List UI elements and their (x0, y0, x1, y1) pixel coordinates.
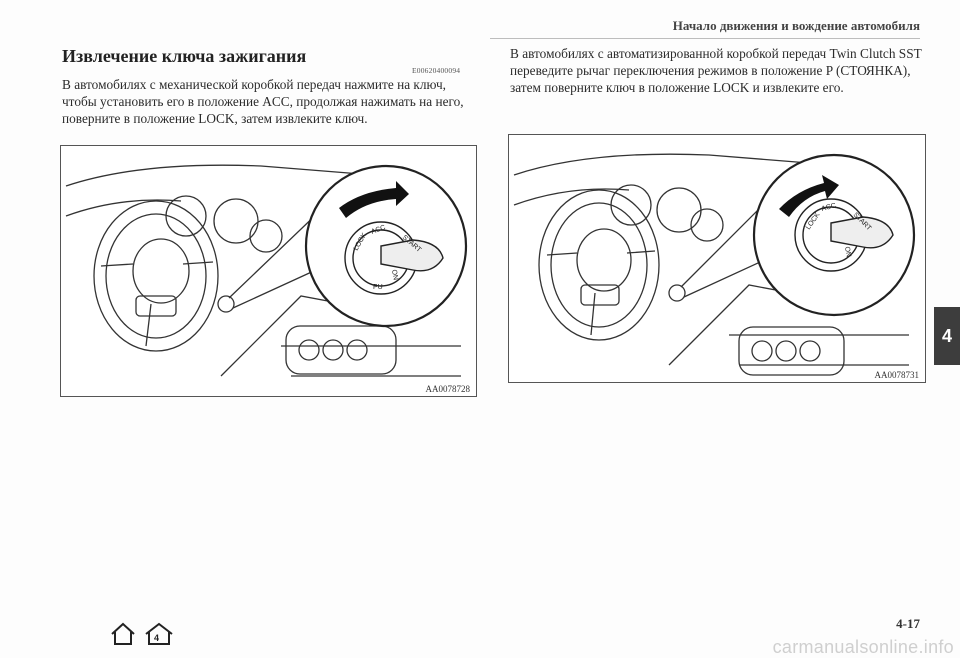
automatic-transmission-paragraph: В автомобилях с автоматизированной короб… (510, 46, 922, 95)
figure-manual-key-removal: LOCK ACC START ON PU AA0078728 (60, 145, 477, 397)
key-position-push: PU (373, 284, 383, 291)
key-position-acc: ACC (370, 224, 386, 236)
figure-code: AA0078728 (423, 384, 472, 394)
section-code: E00620400094 (412, 66, 461, 75)
key-position-on: ON (390, 269, 399, 281)
running-header: Начало движения и вождение автомобиля (672, 18, 920, 33)
figure-automatic-key-removal: LOCK ACC START ON AA0078731 (508, 134, 926, 383)
manual-transmission-paragraph: В автомобилях с механической коробкой пе… (62, 77, 464, 126)
chapter-home-icon[interactable]: 4 (144, 622, 174, 651)
home-icon[interactable] (110, 622, 136, 651)
dashboard-illustration: LOCK ACC START ON PU (65, 164, 468, 377)
dashboard-illustration: LOCK ACC START ON (513, 153, 916, 376)
section-title: Извлечение ключа зажигания (62, 46, 307, 66)
svg-text:4: 4 (154, 633, 159, 643)
nav-icons: 4 (110, 622, 174, 651)
page-number: 4-17 (896, 616, 920, 631)
key-position-acc: ACC (821, 202, 837, 213)
figure-code: AA0078731 (872, 370, 921, 380)
watermark: carmanualsonline.info (772, 637, 954, 657)
chapter-tab[interactable]: 4 (934, 307, 960, 365)
key-position-on: ON (843, 246, 852, 258)
header-rule (490, 38, 920, 39)
